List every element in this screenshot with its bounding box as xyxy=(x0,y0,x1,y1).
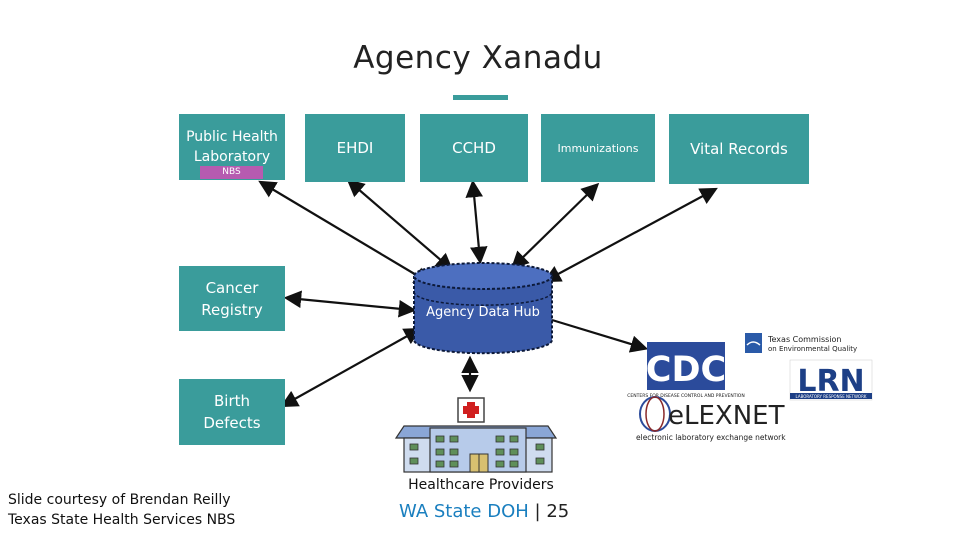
node-ehdi: EHDI xyxy=(305,114,405,182)
credit-line1: Slide courtesy of Brendan Reilly xyxy=(8,492,231,508)
arrow-ehdi xyxy=(346,179,454,271)
tceq-logo: Texas Commission on Environmental Qualit… xyxy=(745,333,857,353)
healthcare-providers-label: Healthcare Providers xyxy=(408,477,554,493)
footer-separator: | xyxy=(534,501,541,522)
birth-line1: Birth xyxy=(213,392,250,410)
slide-footer: WA State DOH | 25 xyxy=(399,501,569,522)
data-hub-cylinder xyxy=(413,262,553,355)
cancer-line2: Registry xyxy=(201,300,263,319)
slide-credit: Slide courtesy of Brendan Reilly Texas S… xyxy=(8,490,235,530)
lrn-logo: LRN LABORATORY RESPONSE NETWORK xyxy=(789,359,873,401)
cdc-logo-subtext: CENTERS FOR DISEASE CONTROL AND PREVENTI… xyxy=(627,393,744,399)
node-public-health-lab: Public Health Laboratory xyxy=(179,114,285,180)
ehdi-label: EHDI xyxy=(336,139,374,157)
cdc-logo-text: CDC xyxy=(646,350,726,390)
phl-line1: Public Health xyxy=(186,129,278,145)
title-underline xyxy=(453,95,508,100)
arrow-cancer xyxy=(283,290,417,318)
credit-line2: Texas State Health Services NBS xyxy=(8,512,236,528)
node-birth-defects: Birth Defects xyxy=(179,379,285,445)
phl-line2: Laboratory xyxy=(193,149,271,165)
nbs-tag: NBS xyxy=(200,166,263,179)
vital-records-label: Vital Records xyxy=(690,140,788,158)
node-vital-records: Vital Records xyxy=(669,114,809,184)
node-immunizations: Immunizations xyxy=(541,114,655,182)
immunizations-label: Immunizations xyxy=(557,141,639,155)
arrow-vital xyxy=(543,187,718,283)
node-cchd: CCHD xyxy=(420,114,528,182)
cancer-line1: Cancer xyxy=(205,278,259,297)
tceq-line1: Texas Commission xyxy=(767,335,841,344)
elexnet-logo-subtext: electronic laboratory exchange network xyxy=(636,433,786,442)
arrow-partners xyxy=(551,318,649,353)
cchd-label: CCHD xyxy=(452,139,496,157)
birth-line2: Defects xyxy=(203,414,261,432)
elexnet-logo-text: eLEXNET xyxy=(668,401,785,431)
cdc-logo: CDC CENTERS FOR DISEASE CONTROL AND PREV… xyxy=(627,342,745,399)
page-title: Agency Xanadu xyxy=(353,40,603,76)
footer-org: WA State DOH xyxy=(399,501,529,522)
arrow-immunizations xyxy=(510,182,600,270)
elexnet-logo: eLEXNET electronic laboratory exchange n… xyxy=(636,396,786,442)
hospital-icon xyxy=(394,397,558,473)
tceq-line2: on Environmental Quality xyxy=(768,345,857,353)
page-number: 25 xyxy=(546,501,570,522)
data-hub-label: Agency Data Hub xyxy=(426,305,540,320)
arrow-phl xyxy=(258,180,432,285)
lrn-logo-subtext: LABORATORY RESPONSE NETWORK xyxy=(796,394,867,399)
node-cancer-registry: Cancer Registry xyxy=(179,266,285,331)
arrow-cchd xyxy=(465,179,488,265)
arrow-birth xyxy=(280,327,422,408)
